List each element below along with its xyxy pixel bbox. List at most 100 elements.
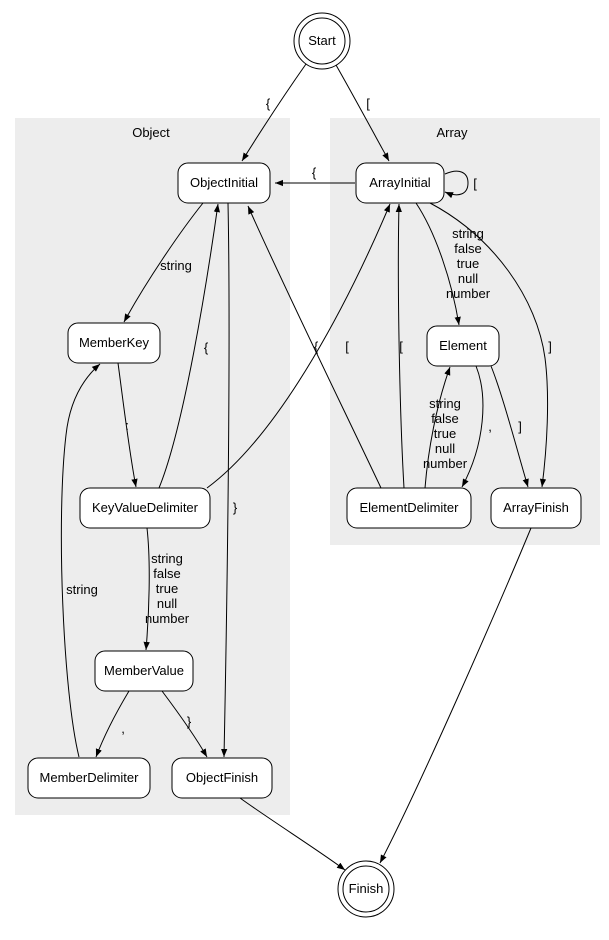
edge-MemberDelimiter-MemberKey: string [60, 363, 101, 758]
node-label: Finish [349, 881, 384, 896]
node-label: ElementDelimiter [360, 500, 460, 515]
edge-line [239, 797, 346, 871]
edge-label: { [312, 165, 317, 180]
edge-ElementDelimiter-ArrayInitial: [ [395, 203, 405, 489]
node-label: KeyValueDelimiter [92, 500, 199, 515]
edge-line [424, 366, 451, 489]
edge-Element-ElementDelimiter: , [461, 365, 492, 488]
edge-line [335, 64, 390, 162]
edge-label: , [121, 721, 125, 736]
node-MemberValue: MemberValue [94, 650, 194, 692]
edge-line [143, 527, 150, 651]
edge-MemberKey-KeyValueDelimiter: : [117, 362, 138, 488]
edge-label: { [204, 340, 209, 355]
edge-MemberValue-MemberDelimiter: , [95, 690, 130, 758]
node-ObjectInitial: ObjectInitial [177, 162, 271, 204]
edge-Element-ArrayFinish: ] [490, 365, 529, 488]
edge-label: [ [399, 339, 403, 354]
cluster-array-label: Array [436, 125, 468, 140]
edge-Start-ObjectInitial: { [241, 63, 307, 162]
edge-line [60, 363, 101, 758]
edge-line [221, 202, 230, 758]
edge-label: [ [345, 339, 349, 354]
edge-label: , [488, 419, 492, 434]
edge-line [444, 170, 469, 199]
node-box [346, 487, 472, 529]
cluster-object: Object [15, 118, 290, 815]
node-box [171, 757, 273, 799]
edge-label: string [66, 582, 98, 597]
edge-ArrayInitial-ObjectInitial: { [275, 165, 355, 187]
edge-line [379, 527, 532, 864]
node-ObjectFinish: ObjectFinish [171, 757, 273, 799]
node-box [490, 487, 582, 529]
node-label: Start [308, 33, 336, 48]
edge-line [490, 365, 529, 488]
edge-label: } [233, 500, 238, 515]
edge-label: { [266, 96, 271, 111]
edge-line [158, 203, 220, 489]
edge-ArrayInitial-ArrayFinish: ] [429, 202, 552, 488]
node-ElementDelimiter: ElementDelimiter [346, 487, 472, 529]
node-ArrayFinish: ArrayFinish [490, 487, 582, 529]
node-label: ArrayInitial [369, 175, 431, 190]
edge-ElementDelimiter-ObjectInitial: { [247, 205, 382, 489]
node-label: ObjectInitial [190, 175, 258, 190]
node-label: MemberKey [79, 335, 150, 350]
node-inner-circle [298, 17, 346, 65]
edge-MemberValue-ObjectFinish: } [161, 690, 208, 758]
node-box [67, 322, 161, 364]
edge-KeyValueDelimiter-ObjectInitial: { [158, 203, 220, 489]
edge-line [429, 202, 549, 488]
edge-label: [ [366, 96, 370, 111]
edge-line [206, 203, 391, 489]
node-box [355, 162, 445, 204]
node-label: MemberDelimiter [40, 770, 140, 785]
node-outer-circle [293, 12, 351, 70]
edge-line [247, 205, 382, 489]
edge-ArrayFinish-Finish [379, 527, 532, 864]
node-ArrayInitial: ArrayInitial [355, 162, 445, 204]
edge-line [241, 63, 307, 162]
edge-label: } [187, 714, 192, 729]
node-KeyValueDelimiter: KeyValueDelimiter [79, 487, 211, 529]
cluster-object-background [15, 118, 290, 815]
node-Finish: Finish [337, 860, 395, 918]
edge-ArrayInitial-ArrayInitial: [ [444, 170, 477, 199]
edge-label: string [160, 258, 192, 273]
edge-line [415, 202, 461, 326]
edge-label: ] [518, 419, 522, 434]
node-box [79, 487, 211, 529]
node-label: MemberValue [104, 663, 184, 678]
edge-ObjectInitial-ObjectFinish: } [221, 202, 238, 758]
edge-label: { [314, 339, 319, 354]
edge-ObjectFinish-Finish [239, 797, 346, 871]
edge-line [95, 690, 130, 758]
node-MemberDelimiter: MemberDelimiter [27, 757, 151, 799]
edge-Start-ArrayInitial: [ [335, 64, 390, 162]
edge-label: : [125, 418, 129, 433]
edge-label: ] [548, 339, 552, 354]
node-Start: Start [293, 12, 351, 70]
edge-line [123, 202, 204, 323]
edge-ObjectInitial-MemberKey: string [123, 202, 204, 323]
edge-line [117, 362, 138, 488]
edge-KeyValueDelimiter-ArrayInitial: [ [206, 203, 391, 489]
cluster-object-label: Object [132, 125, 170, 140]
edge-line [161, 690, 208, 758]
node-box [426, 325, 500, 367]
node-box [177, 162, 271, 204]
node-box [27, 757, 151, 799]
edge-line [395, 203, 405, 489]
node-outer-circle [337, 860, 395, 918]
node-label: ArrayFinish [503, 500, 569, 515]
node-label: ObjectFinish [186, 770, 258, 785]
node-inner-circle [342, 865, 390, 913]
